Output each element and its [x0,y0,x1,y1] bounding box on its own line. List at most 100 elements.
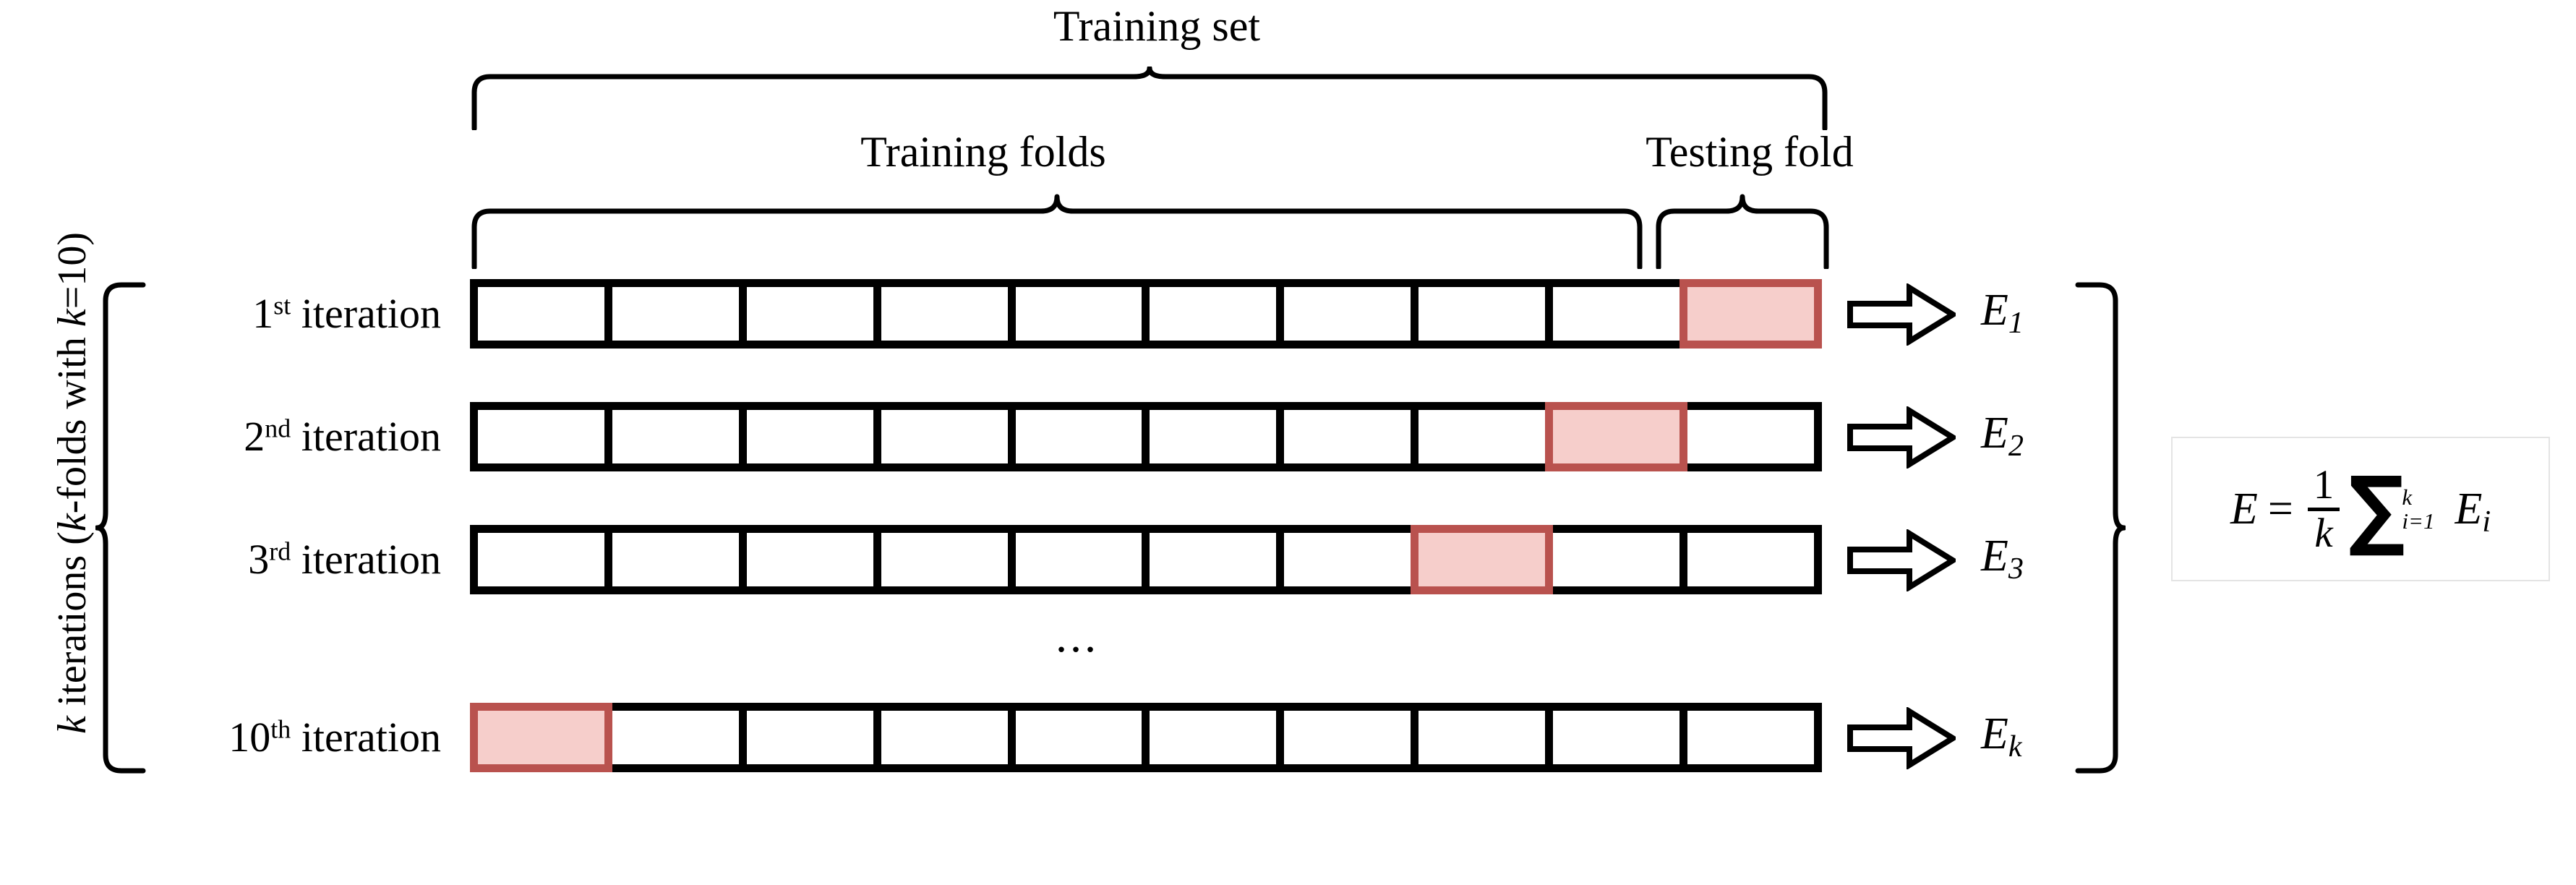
training-fold-cell [1007,525,1150,594]
fold-bar [470,402,1822,471]
formula-denominator: k [2314,510,2333,556]
formula-term-subscript: i [2482,504,2491,539]
training-fold-cell [1142,279,1285,349]
training-fold-cell [1545,525,1688,594]
training-fold-cell [738,525,881,594]
row-ordinal-suffix: rd [269,536,291,566]
training-fold-cell [873,279,1016,349]
training-fold-cell [1411,279,1554,349]
training-fold-cell [1276,703,1419,772]
result-arrow-icon [1847,283,1956,346]
formula-fraction: 1 k [2307,462,2340,556]
testing-fold-cell [470,703,612,772]
training-fold-cell [604,525,747,594]
error-subscript: 1 [2008,305,2024,340]
training-fold-cell [738,279,881,349]
fraction-bar [2307,507,2340,511]
error-label: E3 [1981,531,2024,584]
training-fold-cell [1411,402,1554,471]
result-arrow-icon [1847,707,1956,769]
fold-bar [470,525,1822,594]
training-fold-cell [1545,279,1688,349]
error-label: E1 [1981,286,2024,338]
training-fold-cell [738,402,881,471]
formula-lhs: E [2230,484,2258,534]
row-label-word: iteration [291,714,441,761]
training-fold-cell [470,525,612,594]
row-label-word: iteration [291,290,441,337]
training-fold-cell [1679,703,1822,772]
testing-fold-cell [1411,525,1554,594]
row-ordinal: 3 [248,536,270,583]
errors-right-brace [2075,282,2126,774]
training-fold-cell [873,402,1016,471]
formula-term: Ei [2455,484,2491,537]
training-fold-cell [1276,279,1419,349]
average-error-formula: E = 1 k ∑ k i=1 Ei [2230,464,2491,553]
error-symbol: E [1981,709,2008,758]
summation-limits: k i=1 [2402,486,2434,532]
row-label: 2nd iteration [141,413,441,460]
training-fold-cell [1679,525,1822,594]
testing-fold-cell [1545,402,1688,471]
row-ordinal: 2 [244,413,265,460]
summation-group: ∑ k i=1 [2345,458,2435,560]
training-fold-cell [1545,703,1688,772]
result-arrow-icon [1847,529,1956,591]
iteration-row: 10th iteration Ek [0,703,2169,772]
testing-fold-caption: Testing fold [1646,128,1854,176]
iteration-row: 2nd iteration E2 [0,402,2169,471]
testing-fold-cell [1679,279,1822,349]
training-fold-cell [873,525,1016,594]
error-label: Ek [1981,709,2022,762]
training-set-brace [471,67,1828,130]
error-subscript: 2 [2008,428,2024,463]
row-ordinal: 1 [252,290,274,337]
training-fold-cell [1007,279,1150,349]
training-fold-cell [738,703,881,772]
row-ordinal: 10 [228,714,271,761]
error-subscript: k [2008,729,2022,764]
training-fold-cell [1679,402,1822,471]
formula-numerator: 1 [2313,462,2335,508]
row-ordinal-suffix: st [273,291,291,320]
iteration-row: 1st iteration E1 [0,279,2169,349]
ellipsis: ... [1056,610,1099,662]
row-label-word: iteration [291,413,441,460]
training-fold-cell [1142,402,1285,471]
error-symbol: E [1981,409,2008,458]
fold-bar [470,703,1822,772]
row-ordinal-suffix: nd [265,414,291,443]
error-symbol: E [1981,531,2008,581]
sigma-icon: ∑ [2348,458,2405,560]
iteration-row: 3rd iteration E3 [0,525,2169,594]
training-fold-cell [604,703,747,772]
testing-fold-brace [1656,194,1829,269]
formula-equals: = [2267,484,2293,534]
row-label: 1st iteration [159,290,441,337]
summation-lower-limit: i=1 [2402,508,2435,534]
error-symbol: E [1981,286,2008,335]
training-fold-cell [873,703,1016,772]
training-fold-cell [1276,525,1419,594]
training-fold-cell [1142,525,1285,594]
formula-term-symbol: E [2455,484,2483,534]
training-fold-cell [604,279,747,349]
fold-bar [470,279,1822,349]
training-folds-caption: Training folds [860,128,1106,176]
average-error-formula-box: E = 1 k ∑ k i=1 Ei [2171,437,2550,581]
training-fold-cell [470,279,612,349]
training-fold-cell [1276,402,1419,471]
row-label: 3rd iteration [145,536,441,583]
training-fold-cell [1411,703,1554,772]
training-set-caption: Training set [1053,2,1261,50]
training-fold-cell [604,402,747,471]
row-label-word: iteration [291,536,441,583]
training-folds-brace [471,194,1643,269]
error-label: E2 [1981,409,2024,461]
training-fold-cell [1142,703,1285,772]
summation-upper-limit: k [2402,484,2413,510]
iterations-left-brace [95,282,146,774]
training-fold-cell [470,402,612,471]
